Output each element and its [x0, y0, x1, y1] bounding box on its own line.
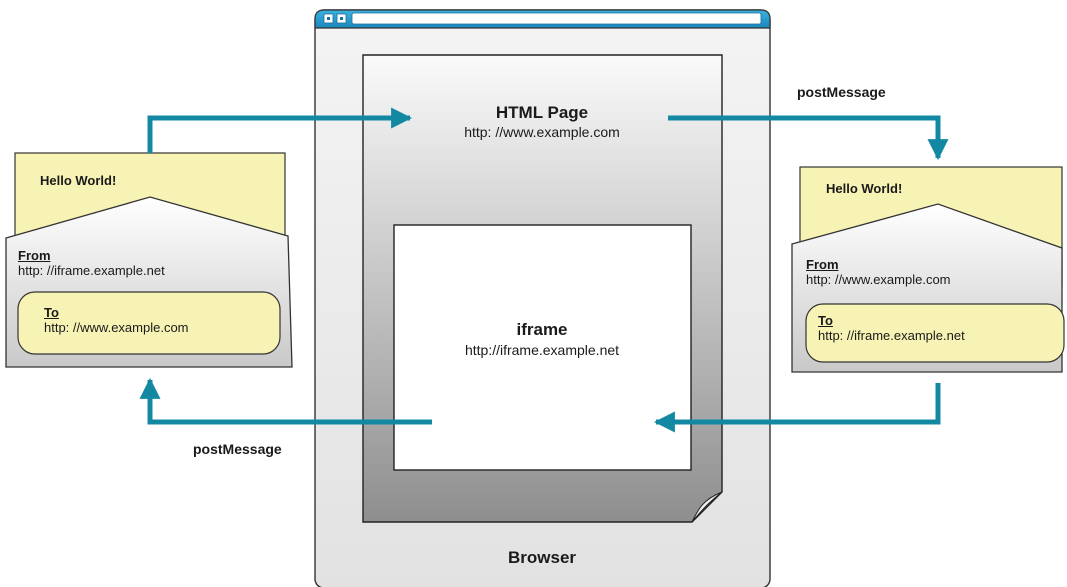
iframe-url: http://iframe.example.net [464, 342, 620, 358]
iframe-box [393, 224, 692, 471]
left-from-label: From [18, 248, 51, 263]
address-bar [351, 12, 762, 25]
iframe-title: iframe [516, 320, 568, 339]
postmessage-label-bottom: postMessage [193, 441, 282, 457]
left-to-label: To [44, 305, 59, 320]
postmessage-label-top: postMessage [797, 84, 886, 100]
right-letter-text: Hello World! [826, 181, 903, 196]
browser-label: Browser [507, 548, 577, 567]
folded-corner [691, 491, 723, 523]
arrow-right-envelope-to-iframe [653, 383, 941, 433]
right-to-box [805, 303, 1065, 363]
right-from-label: From [806, 257, 839, 272]
page-url: http: //www.example.com [464, 124, 620, 140]
left-envelope [5, 152, 293, 368]
left-to-url: http: //www.example.com [44, 320, 189, 335]
arrow-iframe-to-left-envelope [139, 377, 432, 425]
right-envelope [791, 166, 1065, 373]
arrows [139, 107, 949, 433]
arrow-page-to-right-envelope [668, 115, 949, 161]
left-from-url: http: //iframe.example.net [18, 263, 165, 278]
right-to-label: To [818, 313, 833, 328]
arrow-left-envelope-to-page [147, 107, 413, 153]
left-letter-text: Hello World! [40, 173, 117, 188]
right-to-url: http: //iframe.example.net [818, 328, 965, 343]
page-title: HTML Page [495, 103, 589, 122]
right-from-url: http: //www.example.com [806, 272, 951, 287]
left-to-box [17, 291, 281, 355]
